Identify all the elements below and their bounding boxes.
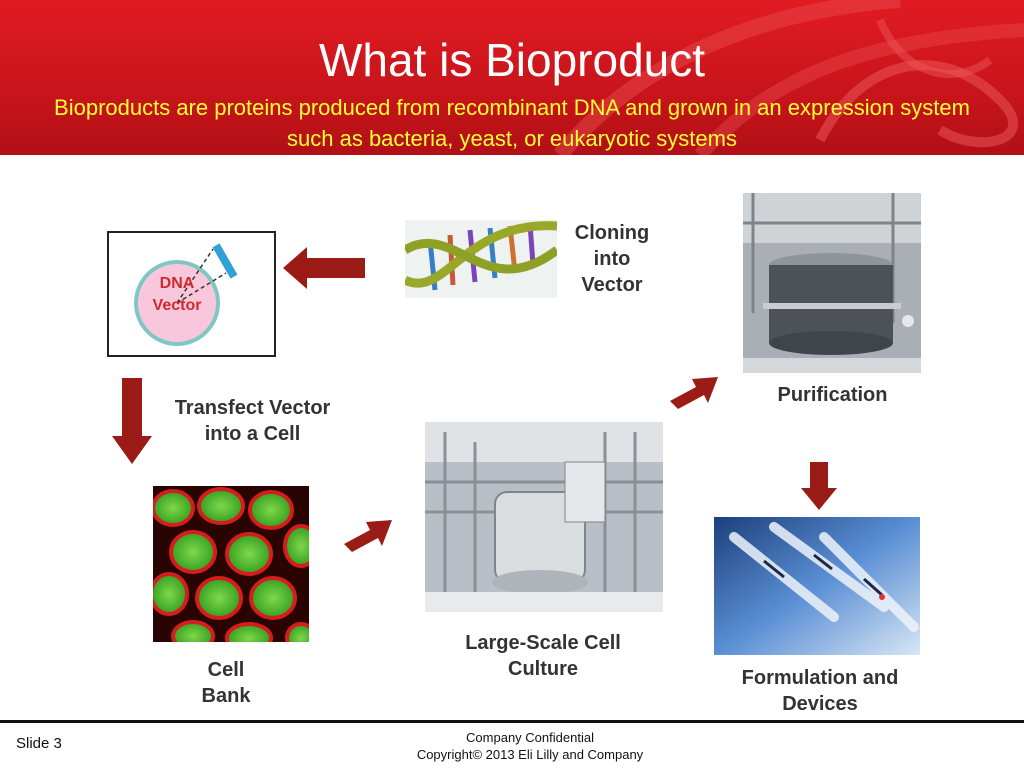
transfect-vector-label: Transfect Vector into a Cell [174, 397, 331, 445]
dna-vector-box: DNA Vector [107, 231, 276, 357]
formulation-devices-label: Formulation and Devices [741, 667, 899, 715]
dna-helix-image [405, 220, 557, 298]
arrow-up-right-2 [670, 377, 718, 409]
cell-bank-image [153, 486, 309, 642]
syringes-image [714, 517, 920, 655]
purification-label: Purification [777, 384, 888, 406]
header-swirl-decoration [553, 0, 1024, 155]
slide-subtitle: Bioproducts are proteins produced from r… [54, 95, 970, 151]
cell-bank-label: Cell Bank [201, 659, 251, 707]
footer-divider [0, 720, 1024, 723]
dna-vector-label: DNA Vector [152, 275, 202, 314]
arrow-down-1 [112, 378, 152, 464]
slide-number: Slide 3 [16, 735, 62, 752]
arrow-down-2 [801, 462, 837, 510]
confidential-text: Company Confidential [466, 730, 594, 745]
copyright-text: Copyright© 2013 Eli Lilly and Company [416, 747, 644, 762]
cloning-into-vector-label: Cloning into Vector [574, 222, 650, 296]
dna-vector-diagram [134, 243, 238, 346]
arrow-left [283, 247, 365, 289]
header-banner: What is Bioproduct Bioproducts are prote… [0, 0, 1024, 155]
cell-culture-facility-image [425, 422, 663, 612]
footer-notice: Company Confidential Copyright© 2013 Eli… [380, 729, 680, 763]
slide-title: What is Bioproduct [318, 34, 706, 86]
large-scale-culture-label: Large-Scale Cell Culture [465, 632, 621, 680]
arrow-up-right-1 [344, 520, 392, 552]
purification-equipment-image [743, 193, 921, 373]
